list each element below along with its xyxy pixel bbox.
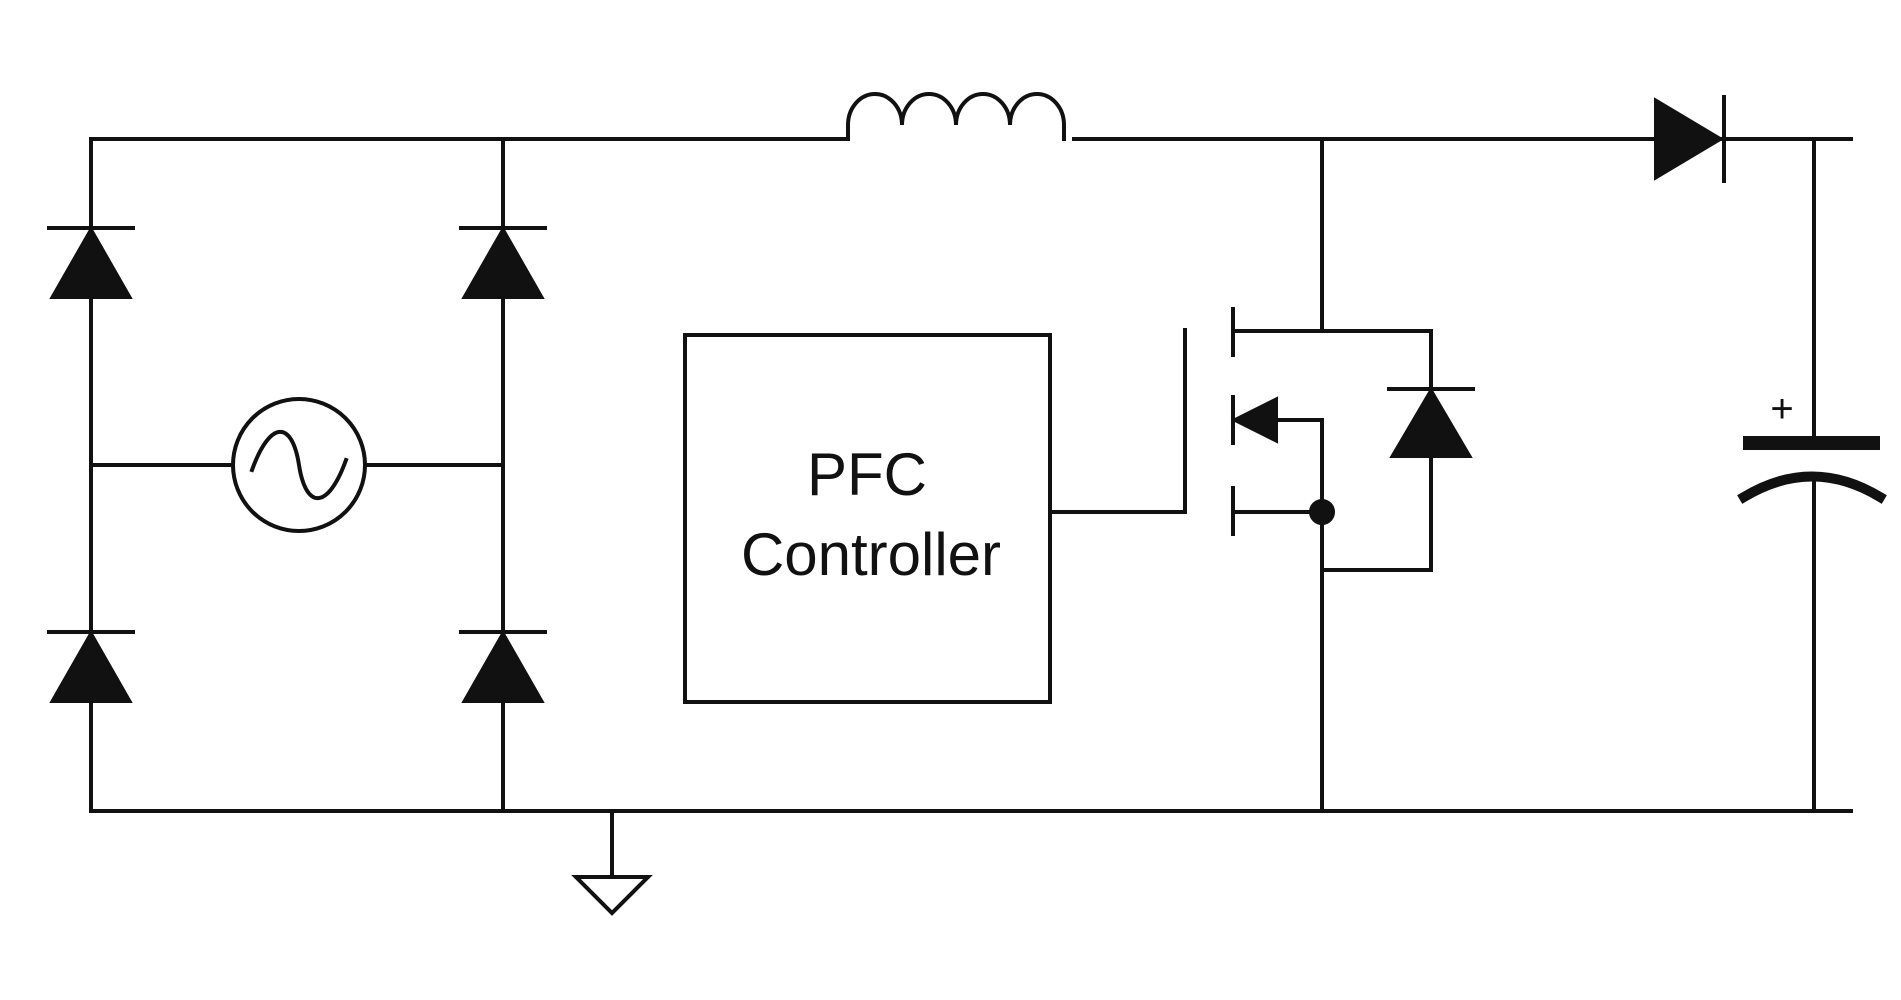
bridge-rectifier — [47, 137, 1853, 813]
diode-bridge-bottom-right — [459, 629, 547, 703]
output-diode — [1654, 95, 1726, 183]
capacitor-plate-positive — [1743, 436, 1880, 450]
diode-bridge-bottom-left — [47, 629, 135, 703]
mosfet-body-diode — [1387, 387, 1475, 458]
diode-bridge-top-right — [459, 225, 547, 299]
inductor-coil — [846, 92, 1066, 141]
controller-label-line2: Controller — [741, 521, 1001, 588]
ground-icon — [571, 809, 653, 916]
diode-bridge-top-left — [47, 225, 135, 299]
body-arrow — [1230, 396, 1278, 444]
ac-source-icon — [231, 397, 367, 533]
pfc-controller-box: PFC Controller — [683, 333, 1187, 704]
controller-label-line1: PFC — [807, 441, 927, 508]
output-capacitor: + — [1737, 137, 1887, 813]
capacitor-plate-negative — [1737, 471, 1887, 504]
capacitor-polarity-label: + — [1770, 387, 1793, 431]
mosfet-switch — [1183, 137, 1475, 813]
